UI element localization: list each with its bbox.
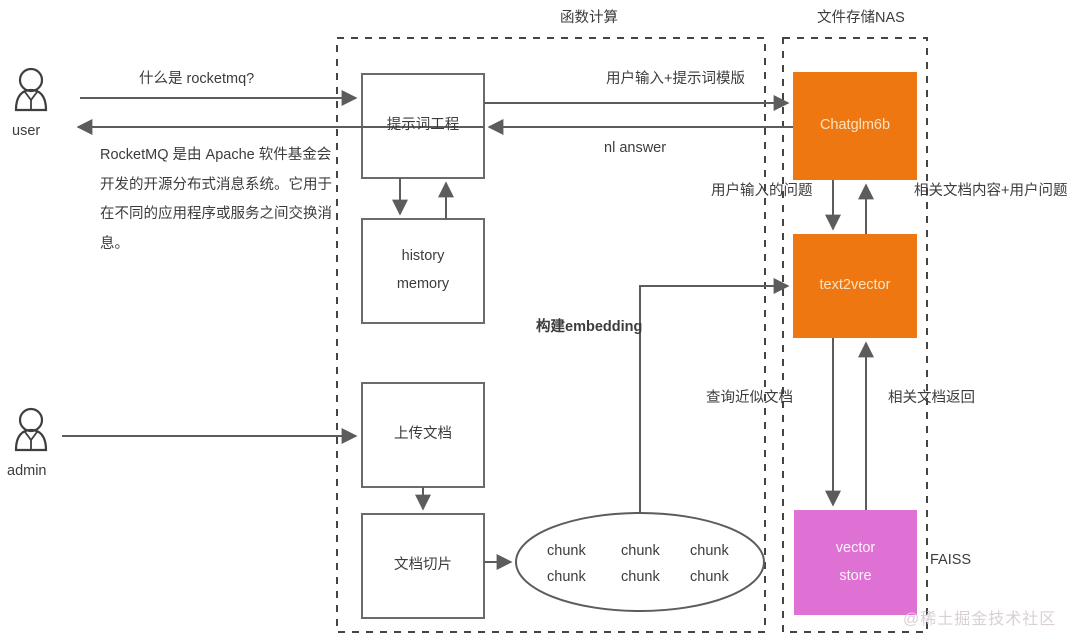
node-box-document-chunking (361, 513, 485, 619)
node-shape-chunk-ellipse (515, 512, 765, 612)
site-watermark: @稀土掘金技术社区 (903, 611, 1057, 628)
answer-line: 开发的开源分布式消息系统。它用于 (100, 176, 332, 193)
chunk-item: chunk (621, 569, 660, 585)
edge-label-nl-answer: nl answer (604, 140, 667, 156)
chunk-item: chunk (690, 569, 729, 585)
chunk-item: chunk (547, 569, 586, 585)
chunk-item: chunk (547, 543, 586, 559)
chunk-item: chunk (621, 543, 660, 559)
node-box-upload-document (361, 382, 485, 488)
node-box-text2vector (793, 234, 917, 338)
zone-title-nas-storage: 文件存储NAS (817, 10, 905, 26)
edge-label-query-similar-docs: 查询近似文档 (706, 390, 793, 406)
edge-label-build-embedding: 构建embedding (536, 319, 643, 335)
edge-label-related-docs-returned: 相关文档返回 (888, 390, 975, 406)
zone-boundary-function-compute (336, 37, 766, 633)
person-icon-user (14, 67, 48, 112)
zone-boundary-nas-storage (782, 37, 928, 633)
edge-label-user-question: 什么是 rocketmq? (139, 71, 255, 87)
node-box-vector-store (794, 510, 917, 615)
connectors (62, 90, 874, 570)
node-box-history-memory (361, 218, 485, 324)
zone-boundaries (336, 37, 928, 633)
rocketmq-answer-text: RocketMQ 是由 Apache 软件基金会 开发的开源分布式消息系统。它用… (100, 141, 362, 260)
chunk-item: chunk (690, 543, 729, 559)
actor-label-user: user (12, 123, 41, 139)
edge-label-faiss: FAISS (930, 552, 972, 568)
edge-label-user-input-prompt-template: 用户输入+提示词模版 (606, 71, 745, 87)
edge-chunks-to-text2vector (639, 278, 790, 513)
answer-line: 息。 (100, 236, 129, 253)
answer-line: 在不同的应用程序或服务之间交换消 (100, 206, 332, 223)
person-icon-admin (14, 407, 48, 452)
node-shapes (361, 72, 917, 619)
edge-label-user-input-question: 用户输入的问题 (711, 183, 813, 199)
zone-title-function-compute: 函数计算 (560, 10, 618, 26)
edge-label-related-doc-and-question: 相关文档内容+用户问题 (914, 183, 1068, 199)
actor-label-admin: admin (7, 463, 47, 479)
answer-line: RocketMQ 是由 Apache 软件基金会 (100, 147, 332, 163)
node-box-chatglm6b (793, 72, 917, 180)
